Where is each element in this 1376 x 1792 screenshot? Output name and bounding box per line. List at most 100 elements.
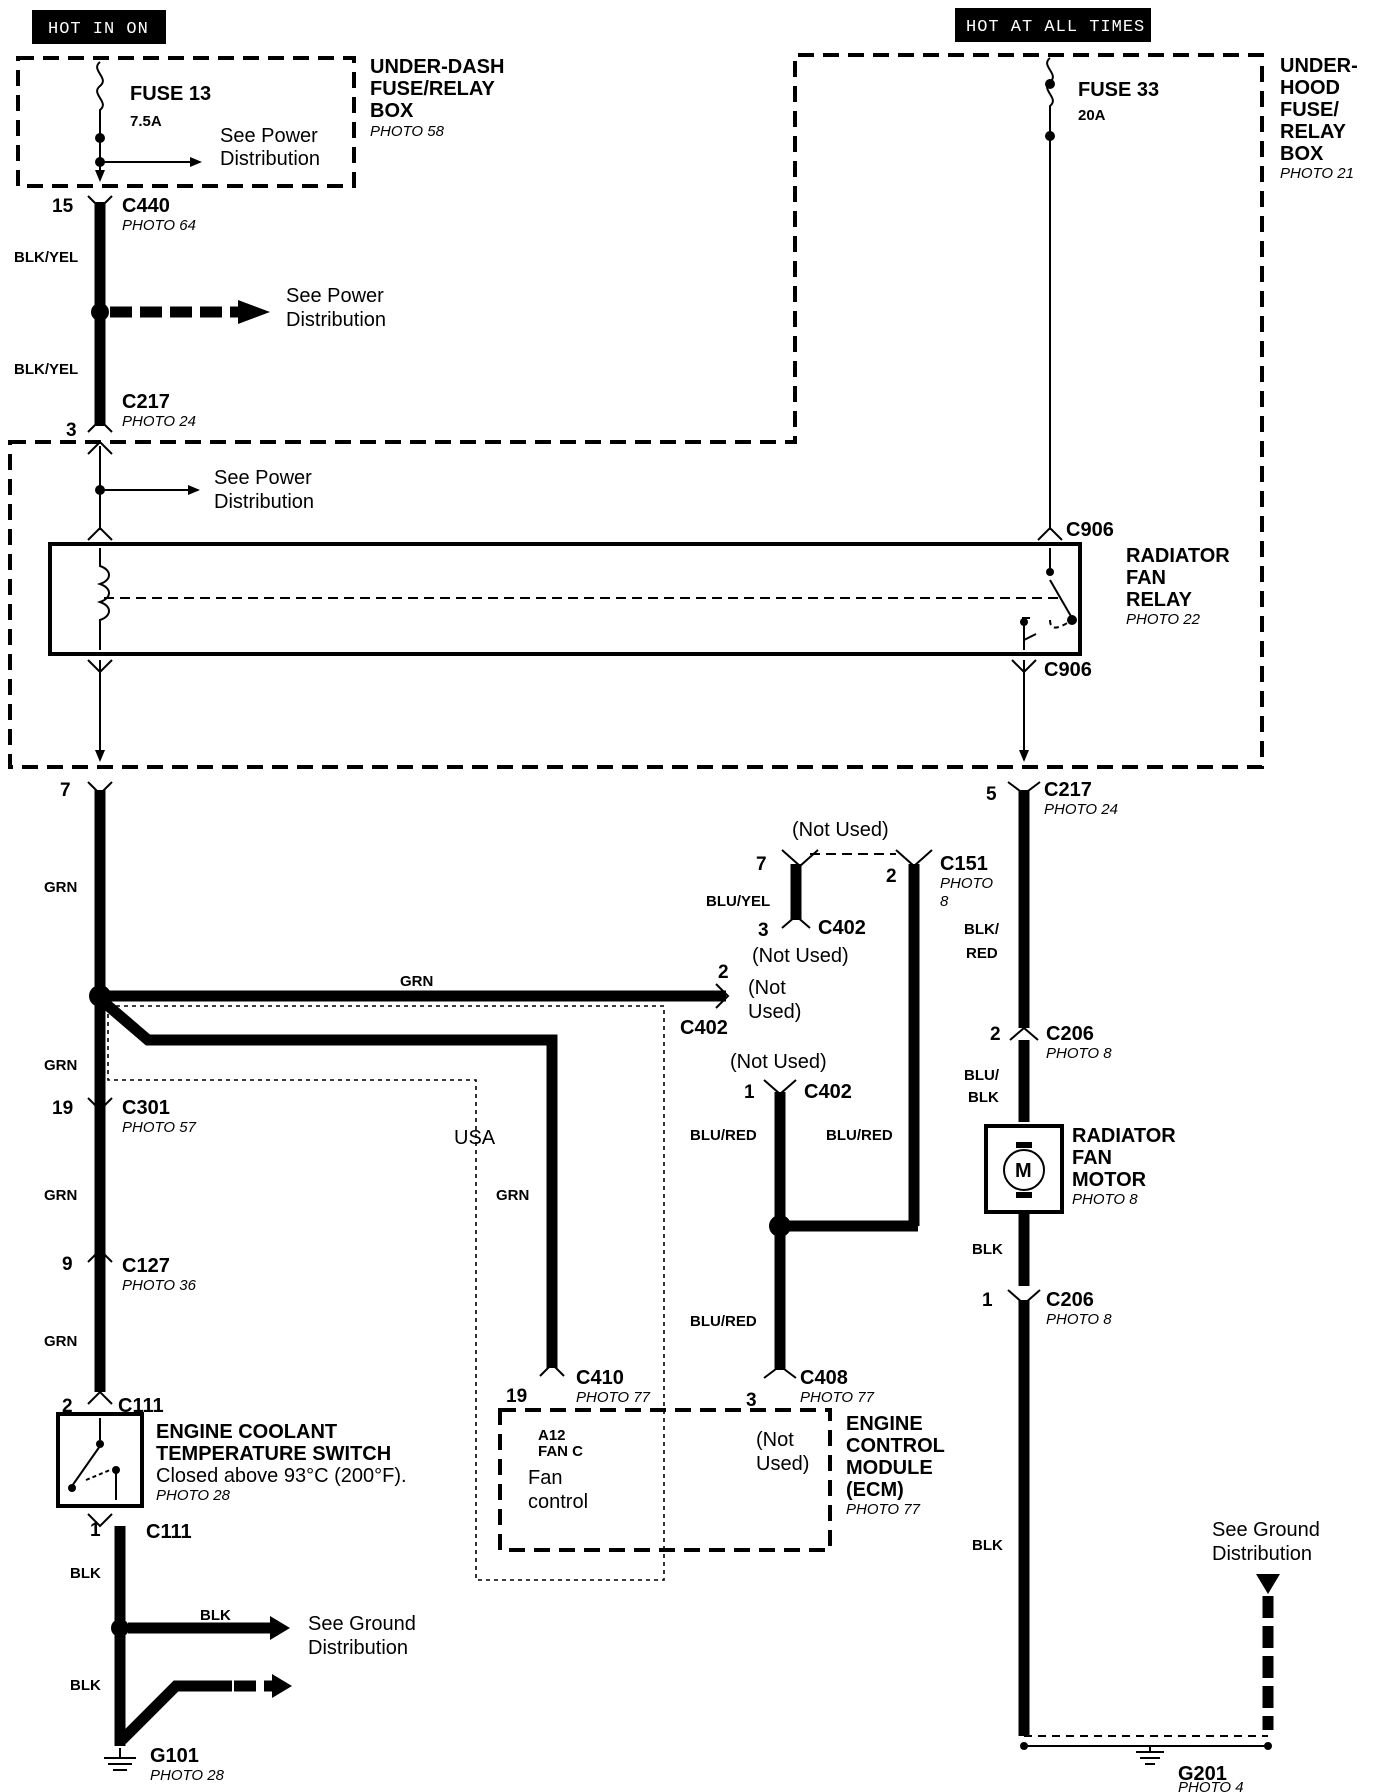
left-ground-note-1: See Ground bbox=[308, 1613, 416, 1635]
engine-coolant-temperature-switch: 2 C111 ENGINE COOLANT TEMPERATURE SWITCH… bbox=[56, 1390, 416, 1784]
switch-note: Closed above 93°C (200°F). bbox=[156, 1465, 407, 1487]
c410-label: C410 bbox=[576, 1367, 624, 1389]
wire-blu-red-3: BLU/RED bbox=[690, 1313, 757, 1330]
left-ground-note-2: Distribution bbox=[308, 1637, 408, 1659]
c301-label: C301 bbox=[122, 1097, 170, 1119]
splice-power-note-2: Distribution bbox=[286, 309, 386, 331]
fuse-33-label: FUSE 33 bbox=[1078, 79, 1159, 101]
c127-pin: 9 bbox=[62, 1254, 73, 1275]
underhood-photo: PHOTO 21 bbox=[1280, 165, 1354, 182]
c206-top-label: C206 bbox=[1046, 1023, 1094, 1045]
c301-pin: 19 bbox=[52, 1098, 73, 1119]
c206-bottom-photo: PHOTO 8 bbox=[1046, 1311, 1112, 1328]
ecm-pin-fan-c: FAN C bbox=[538, 1443, 583, 1460]
relay-power-note-2: Distribution bbox=[214, 491, 314, 513]
c906-top-label: C906 bbox=[1066, 519, 1114, 541]
c906-bottom-label: C906 bbox=[1044, 659, 1092, 681]
wire-blk-switch-1: BLK bbox=[70, 1565, 101, 1582]
motor-title-2: FAN bbox=[1072, 1147, 1112, 1169]
ecm-title-4: (ECM) bbox=[846, 1479, 904, 1501]
c206-pin-2: 2 bbox=[990, 1024, 1001, 1045]
wire-blk-yel-1: BLK/YEL bbox=[14, 249, 78, 266]
wire-grn-3: GRN bbox=[44, 1187, 77, 1204]
relay-title-3: RELAY bbox=[1126, 589, 1193, 611]
c402-a-not-used: (Not Used) bbox=[752, 945, 849, 967]
c206-pin-1: 1 bbox=[982, 1290, 993, 1311]
radiator-fan-relay: See Power Distribution C906 C906 RADIATO… bbox=[48, 440, 1230, 762]
c402-not-used-2: Used) bbox=[748, 1001, 801, 1023]
ecm-fan-2: control bbox=[528, 1491, 588, 1513]
wire-blk-yel-2: BLK/YEL bbox=[14, 361, 78, 378]
wire-blk-red-1: BLK/ bbox=[964, 921, 1000, 938]
c440-label: C440 bbox=[122, 195, 170, 217]
c206-bottom-label: C206 bbox=[1046, 1289, 1094, 1311]
wire-blu-yel: BLU/YEL bbox=[706, 893, 770, 910]
c402-pin-3: 3 bbox=[758, 920, 769, 941]
c410-pin: 19 bbox=[506, 1386, 527, 1407]
c402-pin-1: 1 bbox=[744, 1082, 755, 1103]
wire-blu-blk-2: BLK bbox=[968, 1089, 999, 1106]
underdash-power-note-1: See Power bbox=[220, 125, 318, 147]
underhood-title-3: FUSE/ bbox=[1280, 99, 1339, 121]
c111-top-label: C111 bbox=[118, 1395, 164, 1417]
splice-power-note-1: See Power bbox=[286, 285, 384, 307]
left-top-chain: 15 C440 PHOTO 64 BLK/YEL See Power Distr… bbox=[14, 195, 386, 441]
c151-pin-2: 2 bbox=[886, 866, 897, 887]
wire-blu-red-1: BLU/RED bbox=[690, 1127, 757, 1144]
wire-grn-splice: GRN bbox=[400, 973, 433, 990]
underdash-title-3: BOX bbox=[370, 100, 414, 122]
c440-photo: PHOTO 64 bbox=[122, 217, 196, 234]
underdash-title-2: FUSE/RELAY bbox=[370, 78, 496, 100]
underdash-photo: PHOTO 58 bbox=[370, 123, 445, 140]
c408-photo: PHOTO 77 bbox=[800, 1389, 875, 1406]
c217-right-pin: 5 bbox=[986, 784, 997, 805]
underdash-power-note-2: Distribution bbox=[220, 148, 320, 170]
switch-photo: PHOTO 28 bbox=[156, 1487, 231, 1504]
ecm-title-2: CONTROL bbox=[846, 1435, 945, 1457]
ecm-not-used-2: Used) bbox=[756, 1453, 809, 1475]
motor-title-3: MOTOR bbox=[1072, 1169, 1147, 1191]
c111-pin-2: 2 bbox=[62, 1396, 73, 1417]
right-ground-note-2: Distribution bbox=[1212, 1543, 1312, 1565]
underhood-title-2: HOOD bbox=[1280, 77, 1340, 99]
fuse-33-rating: 20A bbox=[1078, 107, 1106, 124]
ecm-fan-1: Fan bbox=[528, 1467, 562, 1489]
c301-photo: PHOTO 57 bbox=[122, 1119, 197, 1136]
c217-left-pin: 7 bbox=[60, 780, 71, 801]
wire-grn-ecm: GRN bbox=[496, 1187, 529, 1204]
under-hood-fuse-relay-box: FUSE 33 20A UNDER- HOOD FUSE/ RELAY BOX … bbox=[8, 53, 1358, 769]
c402-a-label: C402 bbox=[818, 917, 866, 939]
middle-circuit: (Not Used) 7 2 C151 PHOTO 8 BLU/YEL 3 C4… bbox=[498, 819, 993, 1552]
c151-pin-7: 7 bbox=[756, 854, 767, 875]
usa-label: USA bbox=[454, 1127, 496, 1149]
c151-photo-2: 8 bbox=[940, 893, 949, 910]
g101-photo: PHOTO 28 bbox=[150, 1767, 225, 1784]
wire-blk-red-2: RED bbox=[966, 945, 998, 962]
c408-label: C408 bbox=[800, 1367, 848, 1389]
c111-pin-1: 1 bbox=[90, 1520, 101, 1541]
right-ground-note-1: See Ground bbox=[1212, 1519, 1320, 1541]
under-dash-fuse-relay-box: FUSE 13 7.5A See Power Distribution UNDE… bbox=[16, 56, 504, 188]
wire-blu-blk-1: BLU/ bbox=[964, 1067, 1000, 1084]
c402-b-label: C402 bbox=[804, 1081, 852, 1103]
wire-grn-2: GRN bbox=[44, 1057, 77, 1074]
c402-label: C402 bbox=[680, 1017, 728, 1039]
wire-blk-switch-3: BLK bbox=[70, 1677, 101, 1694]
wire-blu-red-2: BLU/RED bbox=[826, 1127, 893, 1144]
c127-label: C127 bbox=[122, 1255, 170, 1277]
wire-blk-ground: BLK bbox=[972, 1537, 1003, 1554]
g201-label: G201 bbox=[1178, 1763, 1227, 1785]
underhood-title-1: UNDER- bbox=[1280, 55, 1358, 77]
c440-pin: 15 bbox=[52, 196, 74, 217]
c217-top-label: C217 bbox=[122, 391, 170, 413]
ecm-photo: PHOTO 77 bbox=[846, 1501, 921, 1518]
motor-photo: PHOTO 8 bbox=[1072, 1191, 1138, 1208]
c217-top-pin: 3 bbox=[66, 420, 77, 441]
relay-title-2: FAN bbox=[1126, 567, 1166, 589]
wire-blk-switch-2: BLK bbox=[200, 1607, 231, 1624]
relay-power-note-1: See Power bbox=[214, 467, 312, 489]
c217-top-photo: PHOTO 24 bbox=[122, 413, 196, 430]
c402-b-not-used: (Not Used) bbox=[730, 1051, 827, 1073]
switch-title-1: ENGINE COOLANT bbox=[156, 1421, 337, 1443]
g201-photo: PHOTO 4 bbox=[1178, 1779, 1244, 1792]
